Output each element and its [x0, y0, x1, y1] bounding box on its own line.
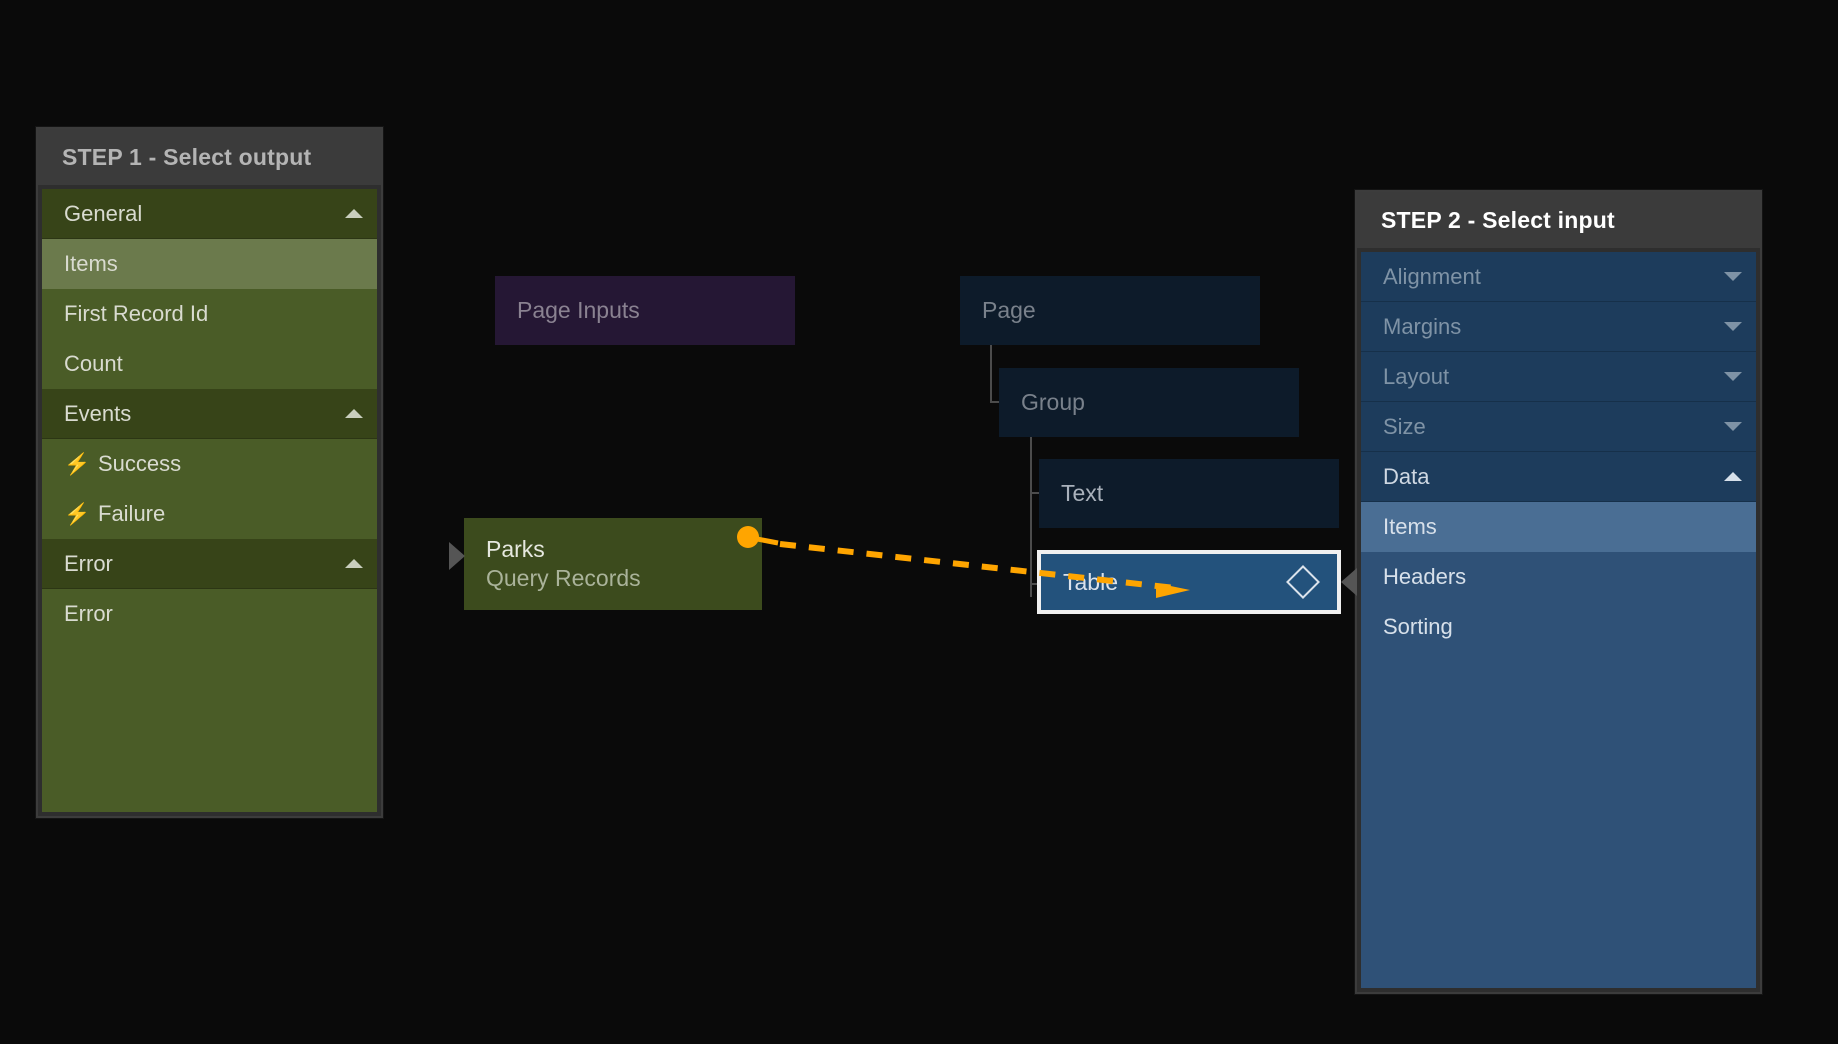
input-group-data[interactable]: Data — [1361, 452, 1756, 502]
chevron-up-icon[interactable] — [345, 559, 363, 568]
chevron-up-icon[interactable] — [345, 209, 363, 218]
lightning-icon: ⚡ — [64, 502, 91, 526]
tree-connector-line — [1030, 492, 1044, 494]
lightning-icon: ⚡ — [64, 452, 91, 476]
output-group-error[interactable]: Error — [42, 539, 377, 589]
step2-panel-body: Alignment Margins Layout Size Data Items — [1361, 252, 1756, 988]
chevron-down-icon[interactable] — [1724, 422, 1742, 431]
node-page-inputs[interactable]: Page Inputs — [495, 276, 795, 345]
output-item-error[interactable]: Error — [42, 589, 377, 639]
input-group-data-label: Data — [1383, 463, 1430, 489]
chevron-down-icon[interactable] — [1724, 272, 1742, 281]
node-table-title: Table — [1063, 568, 1118, 595]
output-group-general-label: General — [64, 200, 143, 226]
chevron-up-icon[interactable] — [345, 409, 363, 418]
output-item-first-record-id[interactable]: First Record Id — [42, 289, 377, 339]
tree-connector-line — [990, 345, 992, 403]
node-page-inputs-title: Page Inputs — [517, 297, 640, 324]
output-group-general[interactable]: General — [42, 189, 377, 239]
node-group-title: Group — [1021, 389, 1085, 416]
chevron-down-icon[interactable] — [1724, 322, 1742, 331]
node-parks[interactable]: Parks Query Records — [464, 518, 762, 610]
output-item-items-label: Items — [64, 251, 118, 276]
output-group-error-label: Error — [64, 550, 113, 576]
output-group-events[interactable]: Events — [42, 389, 377, 439]
node-text[interactable]: Text — [1039, 459, 1339, 528]
node-table[interactable]: Table — [1037, 550, 1341, 614]
output-item-error-label: Error — [64, 601, 113, 626]
input-edge-arrow-icon — [1341, 568, 1357, 596]
output-group-events-label: Events — [64, 400, 132, 426]
tree-connector-line — [1030, 437, 1032, 597]
input-group-margins-label: Margins — [1383, 313, 1462, 339]
node-parks-subtitle: Query Records — [486, 565, 641, 591]
input-item-sorting-label: Sorting — [1383, 614, 1453, 639]
input-group-alignment[interactable]: Alignment — [1361, 252, 1756, 302]
input-group-layout[interactable]: Layout — [1361, 352, 1756, 402]
chevron-down-icon[interactable] — [1724, 372, 1742, 381]
output-item-count[interactable]: Count — [42, 339, 377, 389]
output-item-success-label: Success — [98, 451, 182, 476]
output-item-count-label: Count — [64, 351, 123, 376]
output-edge-arrow-icon — [449, 542, 465, 570]
chevron-up-icon[interactable] — [1724, 472, 1742, 481]
input-item-items[interactable]: Items — [1361, 502, 1756, 552]
node-page[interactable]: Page — [960, 276, 1260, 345]
node-parks-title: Parks — [486, 536, 545, 563]
input-item-items-label: Items — [1383, 514, 1437, 539]
input-group-layout-label: Layout — [1383, 363, 1450, 389]
output-item-success[interactable]: ⚡ Success — [42, 439, 377, 489]
input-item-sorting[interactable]: Sorting — [1361, 602, 1756, 652]
output-item-failure-label: Failure — [98, 501, 166, 526]
step2-input-panel: STEP 2 - Select input Alignment Margins … — [1355, 190, 1762, 994]
node-group[interactable]: Group — [999, 368, 1299, 437]
node-text-title: Text — [1061, 480, 1104, 507]
input-group-alignment-label: Alignment — [1383, 263, 1481, 289]
input-item-headers[interactable]: Headers — [1361, 552, 1756, 602]
step2-panel-header: STEP 2 - Select input — [1357, 192, 1760, 248]
step1-panel-body: General Items First Record Id Count Even… — [42, 189, 377, 812]
output-item-items[interactable]: Items — [42, 239, 377, 289]
output-item-first-record-id-label: First Record Id — [64, 301, 209, 326]
input-item-headers-label: Headers — [1383, 564, 1467, 589]
input-group-margins[interactable]: Margins — [1361, 302, 1756, 352]
node-page-title: Page — [982, 297, 1036, 324]
diamond-icon[interactable] — [1286, 565, 1320, 599]
output-item-failure[interactable]: ⚡ Failure — [42, 489, 377, 539]
step1-panel-header: STEP 1 - Select output — [38, 129, 381, 185]
input-group-size[interactable]: Size — [1361, 402, 1756, 452]
tree-connector-line — [990, 401, 1004, 403]
step1-output-panel: STEP 1 - Select output General Items Fir… — [36, 127, 383, 818]
input-group-size-label: Size — [1383, 413, 1426, 439]
